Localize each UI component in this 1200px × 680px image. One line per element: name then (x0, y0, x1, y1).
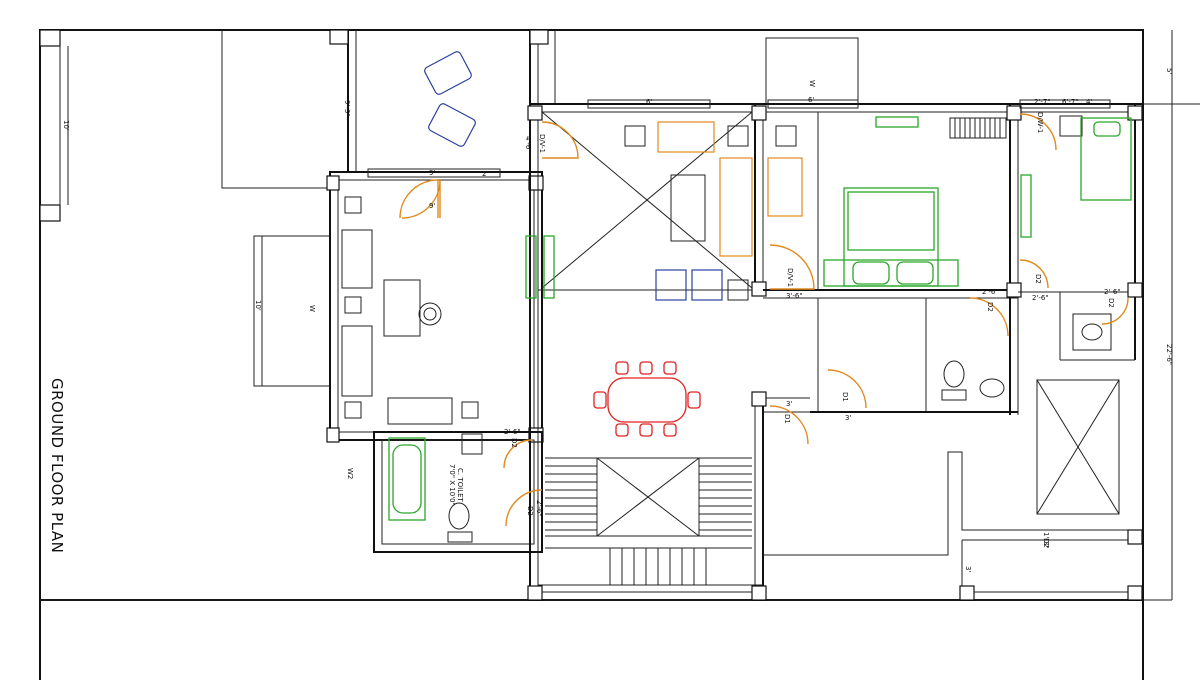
window-labels: W W W2 (308, 80, 816, 479)
label-d2-toilet: D2 (510, 438, 518, 448)
label-dw1: D/W-1 (1036, 112, 1044, 133)
dim-4-6: 4'-6" (524, 136, 532, 153)
label-dv1-top: D/V-1 (538, 134, 546, 153)
walls (326, 29, 1144, 601)
dim-10-left: 10' (62, 120, 70, 131)
label-dv1-bed: D/V-1 (786, 268, 794, 287)
doors (399, 113, 1129, 527)
dim-5: 5' (1165, 68, 1173, 74)
dim-3-6: 3'-6" (786, 292, 803, 300)
dim-2-6-a: 2'-6" (982, 288, 999, 296)
label-d2-bath2: D2 (1034, 274, 1042, 284)
dim-4: 4' (1086, 98, 1092, 106)
shafts (541, 111, 1120, 515)
open-areas (221, 30, 859, 387)
room-labels: C. TOILET 7'0" X 10'0" (448, 464, 464, 506)
blue-chairs (424, 51, 723, 301)
dim-1-3: 1'-3" (1042, 532, 1050, 549)
dim-9-top: 9' (429, 169, 435, 177)
label-d2-bottom: D2 (1042, 538, 1050, 548)
label-d2-bath: D2 (986, 302, 994, 312)
dim-2-6-d: 2'-6" (504, 428, 521, 436)
label-w-top: W (808, 80, 816, 87)
label-d2-right: D2 (1107, 298, 1115, 308)
dim-9-3: 9'-3" (343, 100, 351, 117)
dim-2-6-stair: 2'-6" (535, 500, 543, 517)
windows (367, 99, 1111, 178)
dim-3-bot: 3' (964, 566, 972, 572)
door-labels: D/V-1 D/V-1 D/W-1 D1 D1 D2 D2 D2 D2 D2 D… (510, 112, 1115, 548)
label-w-left: W (308, 305, 316, 312)
toilet-size: 7'0" X 10'0" (448, 464, 456, 506)
dim-3-b: 3' (786, 400, 792, 408)
label-d2-toilet2: D2 (526, 506, 534, 516)
label-d1-b: D1 (783, 414, 791, 424)
plan-title: GROUND FLOOR PLAN (48, 378, 66, 553)
dim-6-7: 6'-7" (1062, 98, 1079, 106)
toilet-name: C. TOILET (456, 468, 464, 503)
dim-10-mid: 10' (254, 300, 262, 311)
dim-3-a: 3' (845, 414, 851, 422)
dim-2-6-b: 2'-6" (1032, 294, 1049, 302)
staircase (545, 457, 752, 585)
dining-table (593, 361, 701, 437)
label-d1-a: D1 (841, 392, 849, 402)
dim-22-6: 22'-6" (1165, 344, 1173, 365)
plot-boundary (39, 29, 1200, 680)
dim-2-6-c: 2'-6" (1104, 288, 1121, 296)
sofas (657, 121, 803, 257)
dim-9-bot: 9' (429, 202, 435, 210)
living-furniture (341, 125, 1112, 543)
dim-2: 2' (482, 170, 488, 178)
dim-6-top2: 6' (808, 96, 814, 104)
dim-6-top: 6' (646, 98, 652, 106)
label-w2: W2 (346, 468, 354, 479)
dim-2-7: 2'-7" (1034, 98, 1051, 106)
green-fixtures (388, 116, 1132, 521)
dimension-labels: 10' 10' 9'-3" 9' 9' 2' 6' 6' 4'-6" 3'-6"… (62, 68, 1173, 572)
